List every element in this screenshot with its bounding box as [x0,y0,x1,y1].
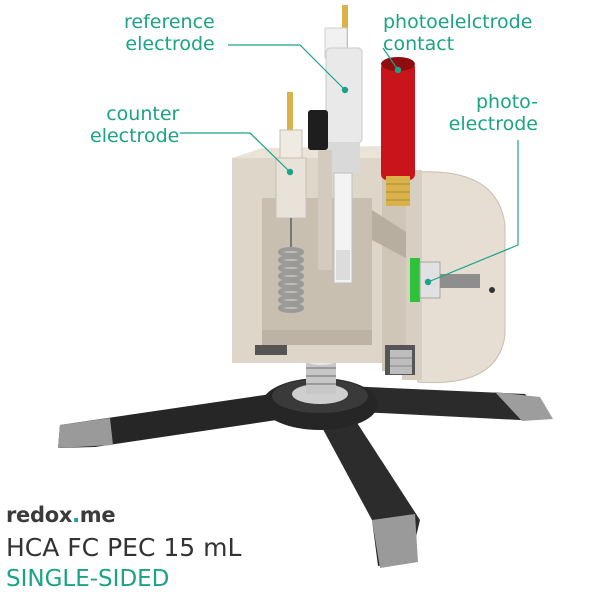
reference-electrode [308,5,363,284]
label-photoelectrode-contact: photoelelctrode contact [383,11,533,55]
brand-prefix: redox [6,503,73,527]
photoelectrode-contact [381,57,415,206]
brand-suffix: me [79,503,116,527]
leader-dot-contact [394,66,402,74]
label-photoelectrode: photo- electrode [448,91,538,135]
label-counter-electrode: counter electrode [90,103,180,147]
label-reference-electrode: reference electrode [124,11,215,55]
callout-leaders [180,44,519,283]
leader-reference [228,44,346,91]
model-name: HCA FC PEC 15 mL [6,533,242,562]
bottom-screw [390,350,412,374]
foot-front [372,514,418,568]
leader-dot-reference [341,86,349,94]
foot-back-right [495,392,553,421]
leader-photoelectrode [427,140,519,283]
leader-counter [180,132,291,173]
brand-dot: . [72,503,80,527]
cell-body [232,146,506,384]
leader-contact [382,47,399,71]
foot-back-left [58,418,113,448]
leader-dot-counter [286,168,294,176]
leader-dot-photoelectrode [424,278,432,286]
brand-logo: redox.me [6,503,116,527]
leg-back-left [58,392,290,448]
model-variant: SINGLE-SIDED [6,566,170,592]
counter-electrode [275,92,307,313]
tripod-stand [58,355,553,568]
leg-back-right [345,386,545,420]
